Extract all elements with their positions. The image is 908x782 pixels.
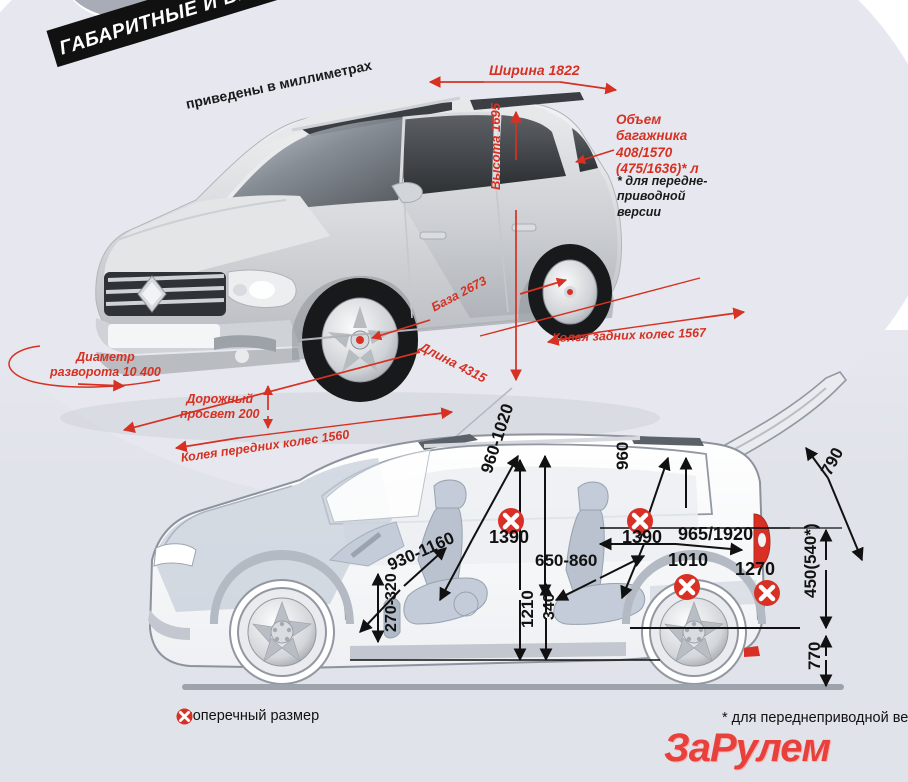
- boot-line-2: багажника: [616, 128, 688, 144]
- legend-cross-label: - поперечный размер: [176, 708, 320, 724]
- dim-rear-cushion-height: 340: [541, 593, 558, 620]
- dim-loading-height: 770: [805, 641, 824, 670]
- legend-cross-dimension: - поперечный размер: [176, 708, 320, 725]
- fwd-note-line-1: * для передне-: [617, 174, 708, 188]
- dim-boot-length: 965/1920: [678, 524, 754, 544]
- fwd-note-line-3: версии: [617, 204, 662, 219]
- dim-front-seat-height: 1210: [518, 590, 537, 628]
- label-boot-volume: Объем багажника 408/1570 (475/1636)* л: [616, 112, 699, 178]
- cross-dimension-icon: [176, 708, 193, 725]
- clearance-line-1: Дорожный: [186, 392, 254, 406]
- dim-rear-headroom: 960: [613, 441, 632, 470]
- dim-front-shoulder: 1390: [489, 527, 530, 547]
- label-ground-clearance: Дорожный просвет 200: [180, 392, 260, 423]
- boot-line-1: Объем: [616, 112, 662, 127]
- legend: - поперечный размер * для переднеприводн…: [176, 708, 908, 734]
- fwd-note-line-2: приводной: [617, 189, 686, 204]
- dim-boot-height: 450(540*): [801, 523, 820, 598]
- dim-rear-legroom: 650-860: [535, 551, 598, 570]
- dim-rear-shoulder: 1390: [622, 527, 663, 547]
- label-width: Ширина 1822: [489, 62, 580, 78]
- label-fwd-note: * для передне- приводной версии: [617, 174, 707, 220]
- label-height: Высота 1695: [488, 103, 503, 190]
- boot-line-4: (475/1636)* л: [616, 161, 699, 177]
- label-turning-circle: Диаметр разворота 10 400: [50, 350, 161, 381]
- turning-line-2: разворота 10 400: [50, 365, 161, 380]
- dim-boot-width: 1010: [668, 550, 709, 570]
- boot-line-3: 408/1570: [616, 144, 673, 160]
- dim-front-seat-adjust: 270-320: [383, 573, 400, 632]
- brand-logo: ЗаРулем: [664, 726, 831, 770]
- turning-line-1: Диаметр: [76, 350, 135, 364]
- legend-fwd-footnote: * для переднеприводной версии: [722, 710, 908, 726]
- dim-boot-width-narrow: 1270: [735, 559, 776, 579]
- clearance-line-2: просвет 200: [180, 407, 260, 422]
